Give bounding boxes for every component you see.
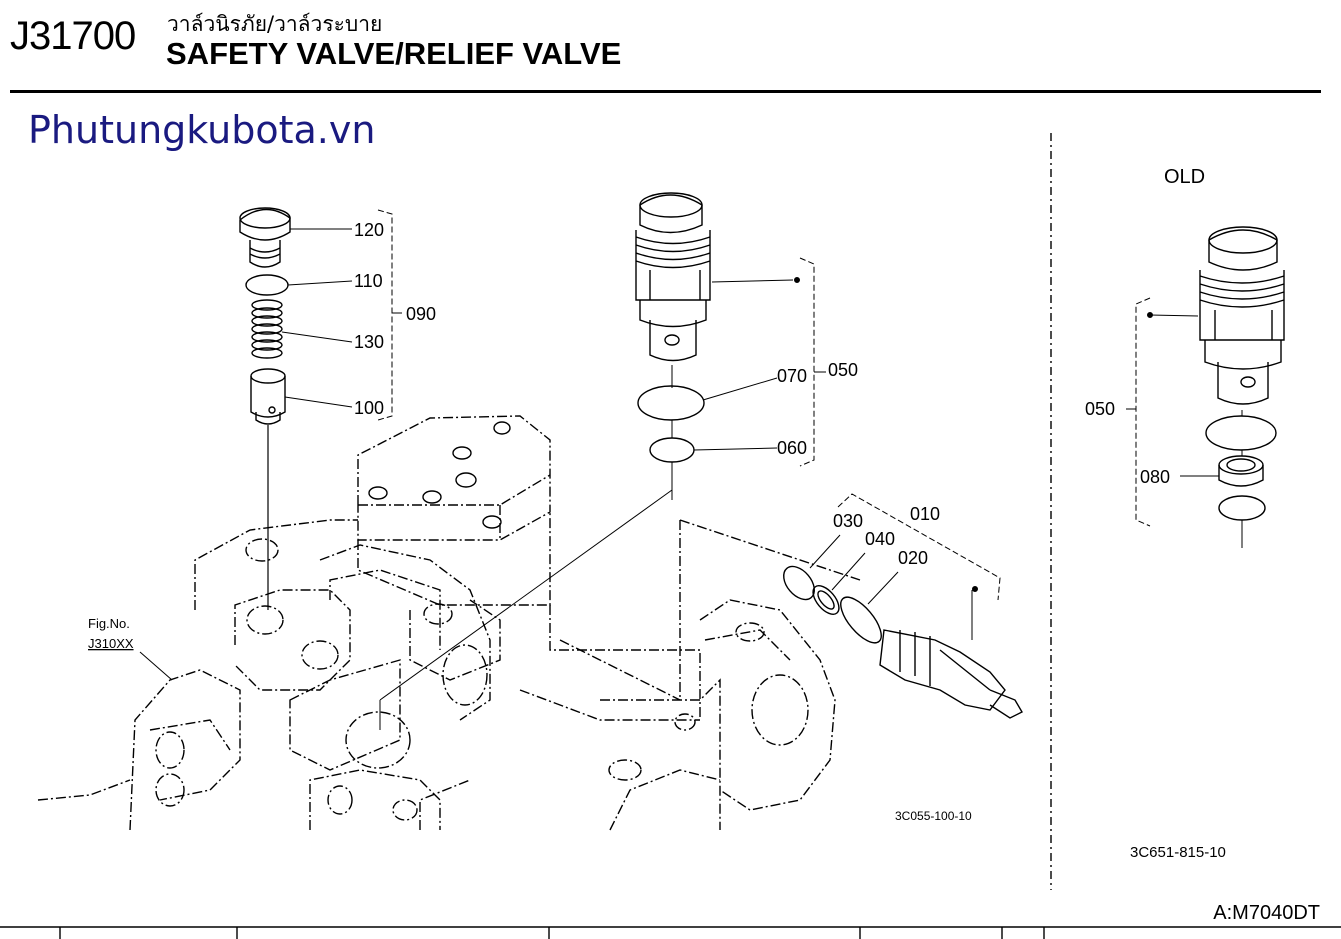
group-code: J31700 (10, 14, 136, 58)
model-code: A:M7040DT (1213, 902, 1320, 924)
callout-030: 030 (833, 511, 863, 531)
drawing-code-main: 3C055-100-10 (895, 809, 972, 823)
callout-130: 130 (354, 332, 384, 352)
housing-bolt-holes (368, 421, 511, 529)
callout-050-old: 050 (1085, 399, 1115, 419)
spring (251, 299, 283, 359)
title-english: SAFETY VALVE/RELIEF VALVE (166, 36, 622, 71)
footer-table (0, 926, 1341, 939)
leaders-left (281, 209, 402, 421)
callout-110: 110 (354, 271, 383, 291)
old-relief-cartridge (1199, 226, 1285, 548)
fig-ref-line1: Fig.No. (88, 616, 130, 631)
callout-040: 040 (865, 529, 895, 549)
callout-010: 010 (910, 504, 940, 524)
valve-housing (37, 415, 861, 831)
callout-060: 060 (777, 438, 807, 458)
relief-valve-stack (239, 207, 291, 610)
leaders-center (693, 257, 826, 467)
callout-050: 050 (828, 360, 858, 380)
callout-080: 080 (1140, 467, 1170, 487)
callout-120: 120 (354, 220, 384, 240)
callout-090: 090 (406, 304, 436, 324)
fig-ref-line2: J310XX (88, 636, 134, 651)
fig-ref-leader (139, 651, 173, 681)
drawing-code-old: 3C651-815-10 (1130, 844, 1226, 861)
watermark: Phutungkubota.vn (28, 108, 376, 152)
header-divider (10, 90, 1321, 93)
leaders-old (1126, 297, 1219, 527)
callout-020: 020 (898, 548, 928, 568)
callout-labels: 120 110 130 100 090 070 060 050 030 040 … (88, 166, 1226, 861)
variant-label: OLD (1164, 166, 1205, 188)
title-thai: วาล์วนิรภัย/วาล์วระบาย (167, 12, 383, 36)
callout-100: 100 (354, 398, 384, 418)
safety-cartridge (783, 565, 1023, 719)
relief-cartridge (379, 192, 711, 730)
leaders-right (809, 493, 1001, 640)
callout-070: 070 (777, 366, 807, 386)
